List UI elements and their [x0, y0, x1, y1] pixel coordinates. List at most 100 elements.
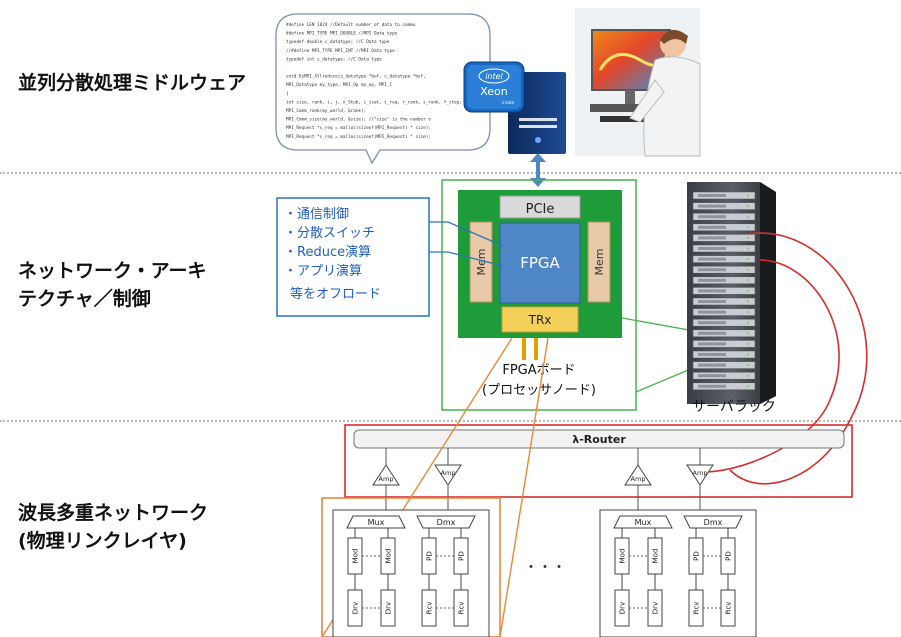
rack-server-led — [746, 374, 750, 377]
component-label: PD — [426, 551, 434, 561]
router-group-outline — [344, 424, 853, 498]
component-label: Rcv — [458, 602, 466, 615]
rack-server-led — [746, 226, 750, 229]
component-box — [380, 589, 396, 627]
rack-server-vent — [698, 278, 726, 282]
rack-server-led — [746, 257, 750, 261]
trx-link-right — [499, 337, 549, 637]
network-layer-label-line2: テクチャ／制御 — [18, 288, 151, 310]
code-line: MPI_Request *s_req = malloc(sizeof(MPI_R… — [286, 134, 431, 140]
rack-server-led — [746, 247, 750, 250]
amplifier: Amp — [434, 448, 462, 512]
component-label: Mod — [385, 549, 393, 564]
rack-server-led — [746, 363, 750, 367]
pcie-label: PCIe — [526, 202, 555, 217]
rack-server-led — [746, 279, 750, 282]
code-line: { — [286, 91, 289, 97]
rack-server-vent — [698, 321, 726, 325]
mux-block — [346, 515, 406, 529]
fpga-board-caption-line1: FPGAボード — [502, 363, 575, 378]
lambda-router: λ-Router — [353, 429, 845, 449]
rack-server-vent — [698, 363, 726, 367]
dmx-block — [683, 515, 743, 529]
mem-left-label: Mem — [475, 249, 488, 276]
middleware-layer-label: 並列分散処理ミドルウェア — [18, 72, 247, 94]
code-line: MPI_Comm_rank(my_world, &rank); — [286, 108, 366, 114]
component-label: PD — [458, 551, 466, 561]
rack-server-led — [746, 194, 750, 197]
server-rack-label: サーバラック — [692, 399, 776, 415]
amplifier: Amp — [686, 448, 714, 512]
code-line: int size, rank, i, j, n_Stub, i_isat, i_… — [286, 99, 462, 105]
rack-server-led — [746, 321, 750, 324]
rack-server-led — [746, 310, 750, 314]
rack-server-vent — [698, 194, 726, 197]
dmx-block — [416, 515, 476, 529]
offload-footer: 等をオフロード — [290, 286, 381, 302]
rack-server-vent — [698, 236, 726, 240]
rack-server-vent — [698, 300, 726, 303]
dmx-label: Dmx — [437, 518, 456, 527]
component-label: Mod — [352, 549, 360, 564]
component-box — [647, 589, 663, 627]
code-line: #define LEN 1024 //Default number of dat… — [286, 22, 416, 28]
rack-server-vent — [698, 342, 726, 346]
rack-server-vent — [698, 268, 726, 272]
mux-label: Mux — [635, 518, 652, 527]
fpga-board-outline — [441, 179, 637, 411]
rack-server-vent — [698, 374, 726, 378]
mem-right-label: Mem — [593, 249, 606, 276]
code-line: MPI_Datatype my_type, MPI_Op my_op, MPI_… — [286, 82, 392, 88]
offload-item-2: ・分散スイッチ — [284, 226, 375, 241]
component-label: Mod — [619, 549, 627, 564]
component-label: Mod — [652, 549, 660, 564]
layer-divider-bottom — [0, 420, 901, 422]
rack-server-vent — [698, 289, 726, 293]
rack-server-vent — [698, 257, 726, 261]
amplifier-label: Amp — [379, 475, 394, 483]
xeon-text: Xeon — [480, 85, 508, 98]
rack-server-vent — [698, 331, 726, 335]
offload-item-4: ・アプリ演算 — [284, 263, 362, 279]
rack-server-led — [746, 342, 750, 346]
component-label: Drv — [352, 602, 360, 614]
rack-server-vent — [698, 215, 726, 219]
component-label: Rcv — [426, 602, 434, 615]
rack-server-led — [746, 268, 750, 271]
component-label: Drv — [619, 602, 627, 614]
rack-to-router-loop-inner — [689, 259, 840, 473]
code-line: //#define MPI_TYPE MPI_INT //MPI Data ty… — [286, 48, 395, 54]
rack-server-vent — [698, 204, 726, 208]
network-layer-label-line1: ネットワーク・アーキ — [18, 260, 207, 282]
amplifier: Amp — [624, 448, 652, 512]
offload-item-1: ・通信制御 — [284, 207, 349, 222]
component-label: Drv — [652, 602, 660, 614]
code-line: #define MPI_TYPE MPI_DOUBLE //MPI Data t… — [286, 31, 398, 37]
rack-server-led — [746, 353, 750, 356]
rack-server-led — [746, 236, 750, 240]
trx-label: TRx — [528, 313, 552, 327]
rack-server-vent — [698, 353, 726, 356]
code-line: void OzMPI_Allreduce(c_datatype *buf, c_… — [286, 74, 426, 80]
fpga-board: PCIe FPGA Mem Mem TRx — [458, 190, 622, 360]
component-label: PD — [725, 551, 733, 561]
xeon-inside-text: inside — [502, 100, 514, 105]
amplifier-label: Amp — [631, 475, 646, 483]
rack-server-vent — [698, 225, 726, 229]
intel-xeon-badge: intel Xeon inside — [463, 61, 525, 113]
rack-server-led — [746, 332, 750, 335]
ellipsis: ・・・ — [524, 560, 566, 576]
rack-server-vent — [698, 247, 726, 250]
rack-server-vent — [698, 310, 726, 314]
rack-server-led — [746, 385, 750, 388]
amplifier-label: Amp — [693, 469, 708, 477]
user-workstation-illustration — [575, 8, 701, 157]
offload-callout: ・通信制御 ・分散スイッチ ・Reduce演算 ・アプリ演算 等をオフロード — [276, 197, 504, 317]
rack-to-router-loop-outer — [729, 232, 868, 485]
code-line: MPI_Request *s_req = malloc(sizeof(MPI_R… — [286, 125, 431, 131]
code-line: MPI_Comm_size(my_world, &size); //"size"… — [286, 117, 431, 123]
component-label: Drv — [385, 602, 393, 614]
